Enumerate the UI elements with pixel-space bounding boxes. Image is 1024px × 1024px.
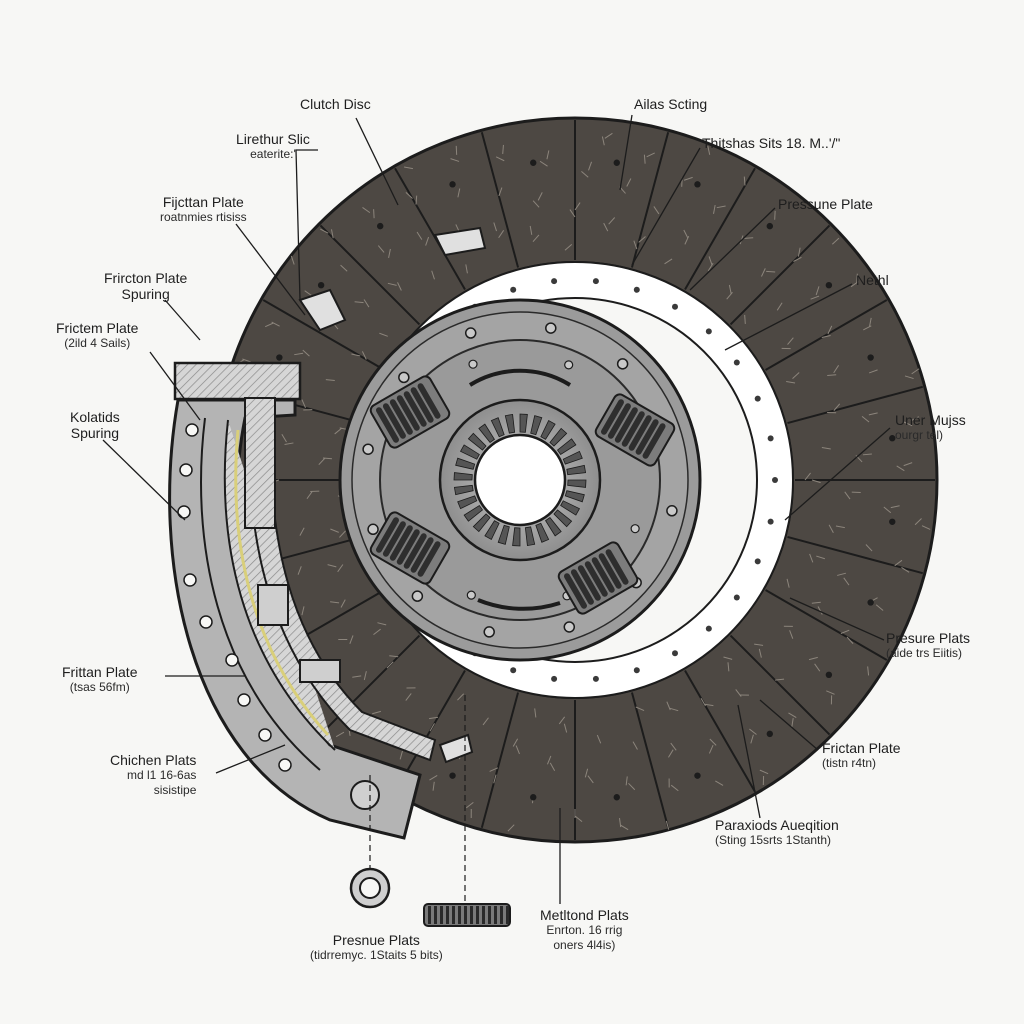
- label-fijcttan-plate: Fijcttan Plate roatnmies rtisiss: [160, 194, 247, 225]
- label-title: Metltond Plats: [540, 907, 629, 923]
- label-title: Paraxiods Aueqition: [715, 817, 839, 833]
- label-subtitle: ourgr tel): [895, 428, 944, 442]
- label-title: Frittan Plate: [62, 664, 138, 680]
- leader-lines: [102, 114, 891, 904]
- label-frircton-plate-spuring: Frircton Plate Spuring: [104, 270, 187, 302]
- label-subtitle: (tistn r4tn): [822, 756, 877, 770]
- label-paraxiods-aueqition: Paraxiods Aueqition (Sting 15srts 1Stant…: [715, 817, 839, 848]
- label-subtitle: (tidrremyc. 1Staits 5 bits): [310, 948, 443, 962]
- label-title: Uner Mujss: [895, 412, 966, 428]
- label-title: Lirethur Slic: [236, 131, 310, 147]
- label-metltond-plats: Metltond Plats Enrton. 16 rrig oners 4l4…: [540, 907, 629, 953]
- label-subtitle-2: sisistipe: [153, 783, 197, 797]
- label-presnue-plats: Presnue Plats (tidrremyc. 1Staits 5 bits…: [310, 932, 443, 963]
- label-title: Presnue Plats: [332, 932, 420, 948]
- hub-splines: [453, 413, 587, 547]
- label-subtitle: md l1 16-6as: [127, 768, 197, 782]
- label-clutch-disc: Clutch Disc: [300, 96, 371, 112]
- cutaway-housing: [168, 226, 487, 840]
- label-title: Fijcttan Plate: [162, 194, 244, 210]
- label-title: Clutch Disc: [300, 96, 371, 112]
- label-title: Frictem Plate: [56, 320, 139, 336]
- release-bearing-ring: [349, 867, 391, 909]
- label-presure-plats: Presure Plats (aide trs Eiitis): [886, 630, 970, 661]
- label-title: Chichen Plats: [110, 752, 197, 768]
- label-subtitle: Spuring: [70, 425, 120, 441]
- damper-springs: [369, 375, 676, 615]
- label-lirethur-slic: Lirethur Slic eaterite:': [236, 131, 310, 162]
- label-title: Ailas Scting: [634, 96, 708, 112]
- label-subtitle: roatnmies rtisiss: [160, 210, 247, 224]
- label-frictan-plate-right: Frictan Plate (tistn r4tn): [822, 740, 901, 771]
- friction-lining-ring: [211, 116, 939, 844]
- label-chichen-plats: Chichen Plats md l1 16-6as sisistipe: [110, 752, 196, 798]
- label-title: Frictan Plate: [822, 740, 901, 756]
- label-subtitle: (2ild 4 Sails): [64, 336, 131, 350]
- label-uner-mujss: Uner Mujss ourgr tel): [895, 412, 966, 443]
- label-nethl: Nethl: [856, 272, 889, 288]
- label-thitshas-sits: Thitshas Sits 18. M..'/": [702, 135, 840, 151]
- dashed-axis-lines: [369, 695, 466, 902]
- label-frittan-plate: Frittan Plate (tsas 56fm): [62, 664, 137, 695]
- label-title: Frircton Plate: [104, 270, 188, 286]
- label-title: Pressune Plate: [778, 196, 873, 212]
- label-subtitle: Enrton. 16 rrig: [546, 923, 623, 937]
- label-subtitle: (aide trs Eiitis): [886, 646, 963, 660]
- label-pressure-plate-top: Pressune Plate: [778, 196, 873, 212]
- label-subtitle: (tsas 56fm): [69, 680, 130, 694]
- lining-texture: [221, 132, 931, 832]
- housing-bolt-holes: [177, 423, 292, 772]
- label-title: Thitshas Sits 18. M..'/": [702, 135, 841, 151]
- splined-collar: [423, 903, 511, 927]
- label-frictem-plate: Frictem Plate (2ild 4 Sails): [56, 320, 138, 351]
- label-subtitle: (Sting 15srts 1Stanth): [715, 833, 832, 847]
- label-subtitle: Spuring: [121, 286, 170, 302]
- label-subtitle-2: oners 4l4is): [553, 938, 616, 952]
- label-title: Kolatids: [70, 409, 120, 425]
- label-kolatids-spuring: Kolatids Spuring: [70, 409, 120, 441]
- label-title: Nethl: [856, 272, 889, 288]
- label-subtitle: eaterite:': [250, 147, 296, 161]
- label-ailas-scting: Ailas Scting: [634, 96, 707, 112]
- label-title: Presure Plats: [886, 630, 971, 646]
- splined-hub: [438, 368, 602, 611]
